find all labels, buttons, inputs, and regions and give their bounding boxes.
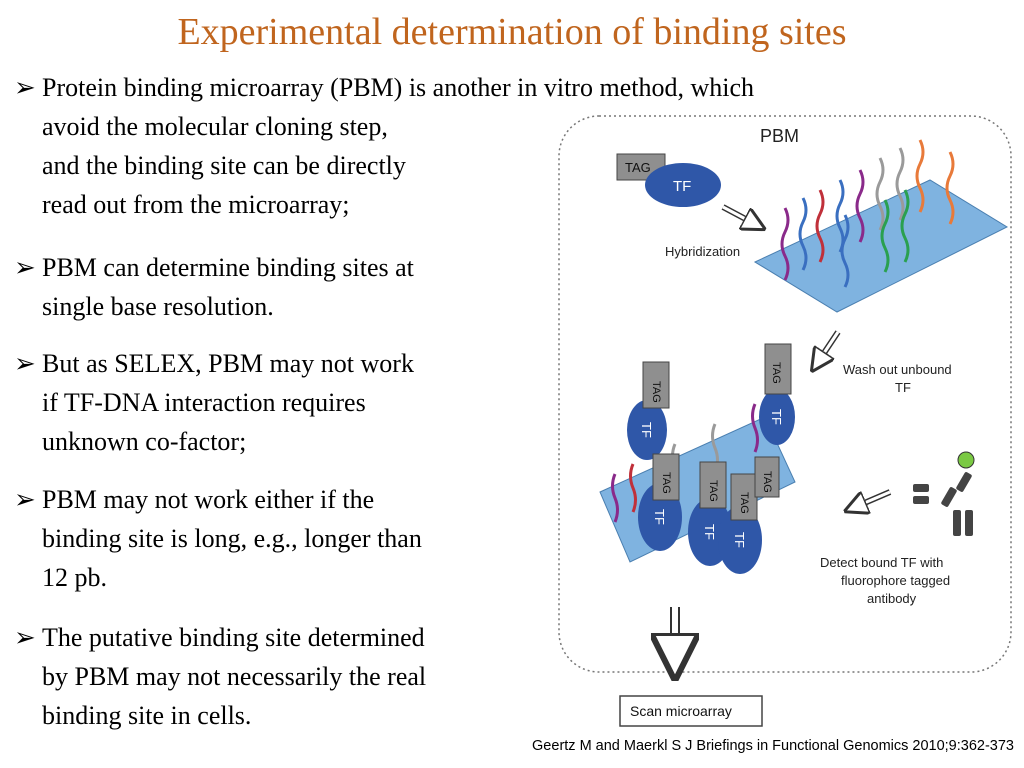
fluorophore-icon <box>957 451 975 469</box>
step-wash-line: Wash out unbound <box>843 362 952 377</box>
dna-probes-icon <box>780 139 955 288</box>
bullet-arrow-icon: ➢ <box>14 623 36 652</box>
figure-frame <box>558 115 1012 673</box>
bullet-line: PBM may not work either if the <box>42 485 375 514</box>
bullet-line: PBM can determine binding sites at <box>42 253 414 282</box>
bullet-line: binding site is long, e.g., longer than <box>42 524 422 553</box>
step-wash-line: TF <box>895 380 911 395</box>
step-detect-line: fluorophore tagged <box>841 573 950 588</box>
step-hybridization-label: Hybridization <box>665 244 740 259</box>
tf-protein-icon <box>645 163 721 207</box>
antibody-icon <box>913 472 973 536</box>
tf-label: TF <box>702 524 717 540</box>
bullet-line: But as SELEX, PBM may not work <box>42 349 414 378</box>
bullet-line: Protein binding microarray (PBM) is anot… <box>42 73 754 102</box>
step-scan-label: Scan microarray <box>630 703 732 719</box>
bullet-line: and the binding site can be directly <box>42 151 406 180</box>
bound-tf-group: TAG TF TAG TF TAG TF TAG TF TAG TF TAG <box>627 343 795 574</box>
bullet-line: by PBM may not necessarily the real <box>42 662 427 691</box>
bullet-text: PBM can determine binding sites at singl… <box>42 248 414 326</box>
bullet-line: avoid the molecular cloning step, <box>42 112 388 141</box>
bullet-line: 12 pb. <box>42 563 107 592</box>
step-wash-label: Wash out unbound TF <box>843 362 955 395</box>
tag-label: TAG <box>625 160 651 175</box>
bullet-arrow-icon: ➢ <box>14 253 36 282</box>
step-detect-line: antibody <box>867 591 917 606</box>
tag-label: TAG <box>660 472 672 494</box>
bullet-line: if TF-DNA interaction requires <box>42 388 366 417</box>
tag-label: TAG <box>738 492 750 514</box>
pbm-figure: PBM TAG TF Hybridization <box>555 112 1021 732</box>
bullet-line: unknown co-factor; <box>42 427 247 456</box>
microarray-slide <box>753 179 1009 313</box>
bullet-line: binding site in cells. <box>42 701 252 730</box>
bullet-arrow-icon: ➢ <box>14 485 36 514</box>
tag-label: TAG <box>650 381 662 403</box>
bullet-arrow-icon: ➢ <box>14 73 36 102</box>
tf-label: TF <box>652 509 667 525</box>
bullet-text: Protein binding microarray (PBM) is anot… <box>42 68 754 224</box>
pbm-diagram-svg: PBM TAG TF Hybridization <box>558 115 1012 727</box>
tf-label: TF <box>673 178 691 195</box>
step-detect-label: Detect bound TF with fluorophore tagged … <box>820 555 954 606</box>
bullet-line: read out from the microarray; <box>42 190 350 219</box>
bullet-line: single base resolution. <box>42 292 274 321</box>
bullet-text: But as SELEX, PBM may not work if TF-DNA… <box>42 344 414 461</box>
bullet-arrow-icon: ➢ <box>14 349 36 378</box>
scan-microarray-box <box>619 695 763 727</box>
tag-label: TAG <box>761 471 773 493</box>
step-detect-line: Detect bound TF with <box>820 555 943 570</box>
bullet-line: The putative binding site determined <box>42 623 425 652</box>
citation: Geertz M and Maerkl S J Briefings in Fun… <box>532 738 1014 754</box>
tf-label: TF <box>639 422 654 438</box>
slide-title: Experimental determination of binding si… <box>177 11 847 53</box>
bullet-text: PBM may not work either if the binding s… <box>42 480 422 597</box>
pbm-heading: PBM <box>760 126 799 146</box>
tf-label: TF <box>732 532 747 548</box>
bullet-text: The putative binding site determined by … <box>42 618 426 735</box>
tag-label: TAG <box>770 362 782 384</box>
tag-label: TAG <box>707 480 719 502</box>
tf-label: TF <box>769 409 784 425</box>
